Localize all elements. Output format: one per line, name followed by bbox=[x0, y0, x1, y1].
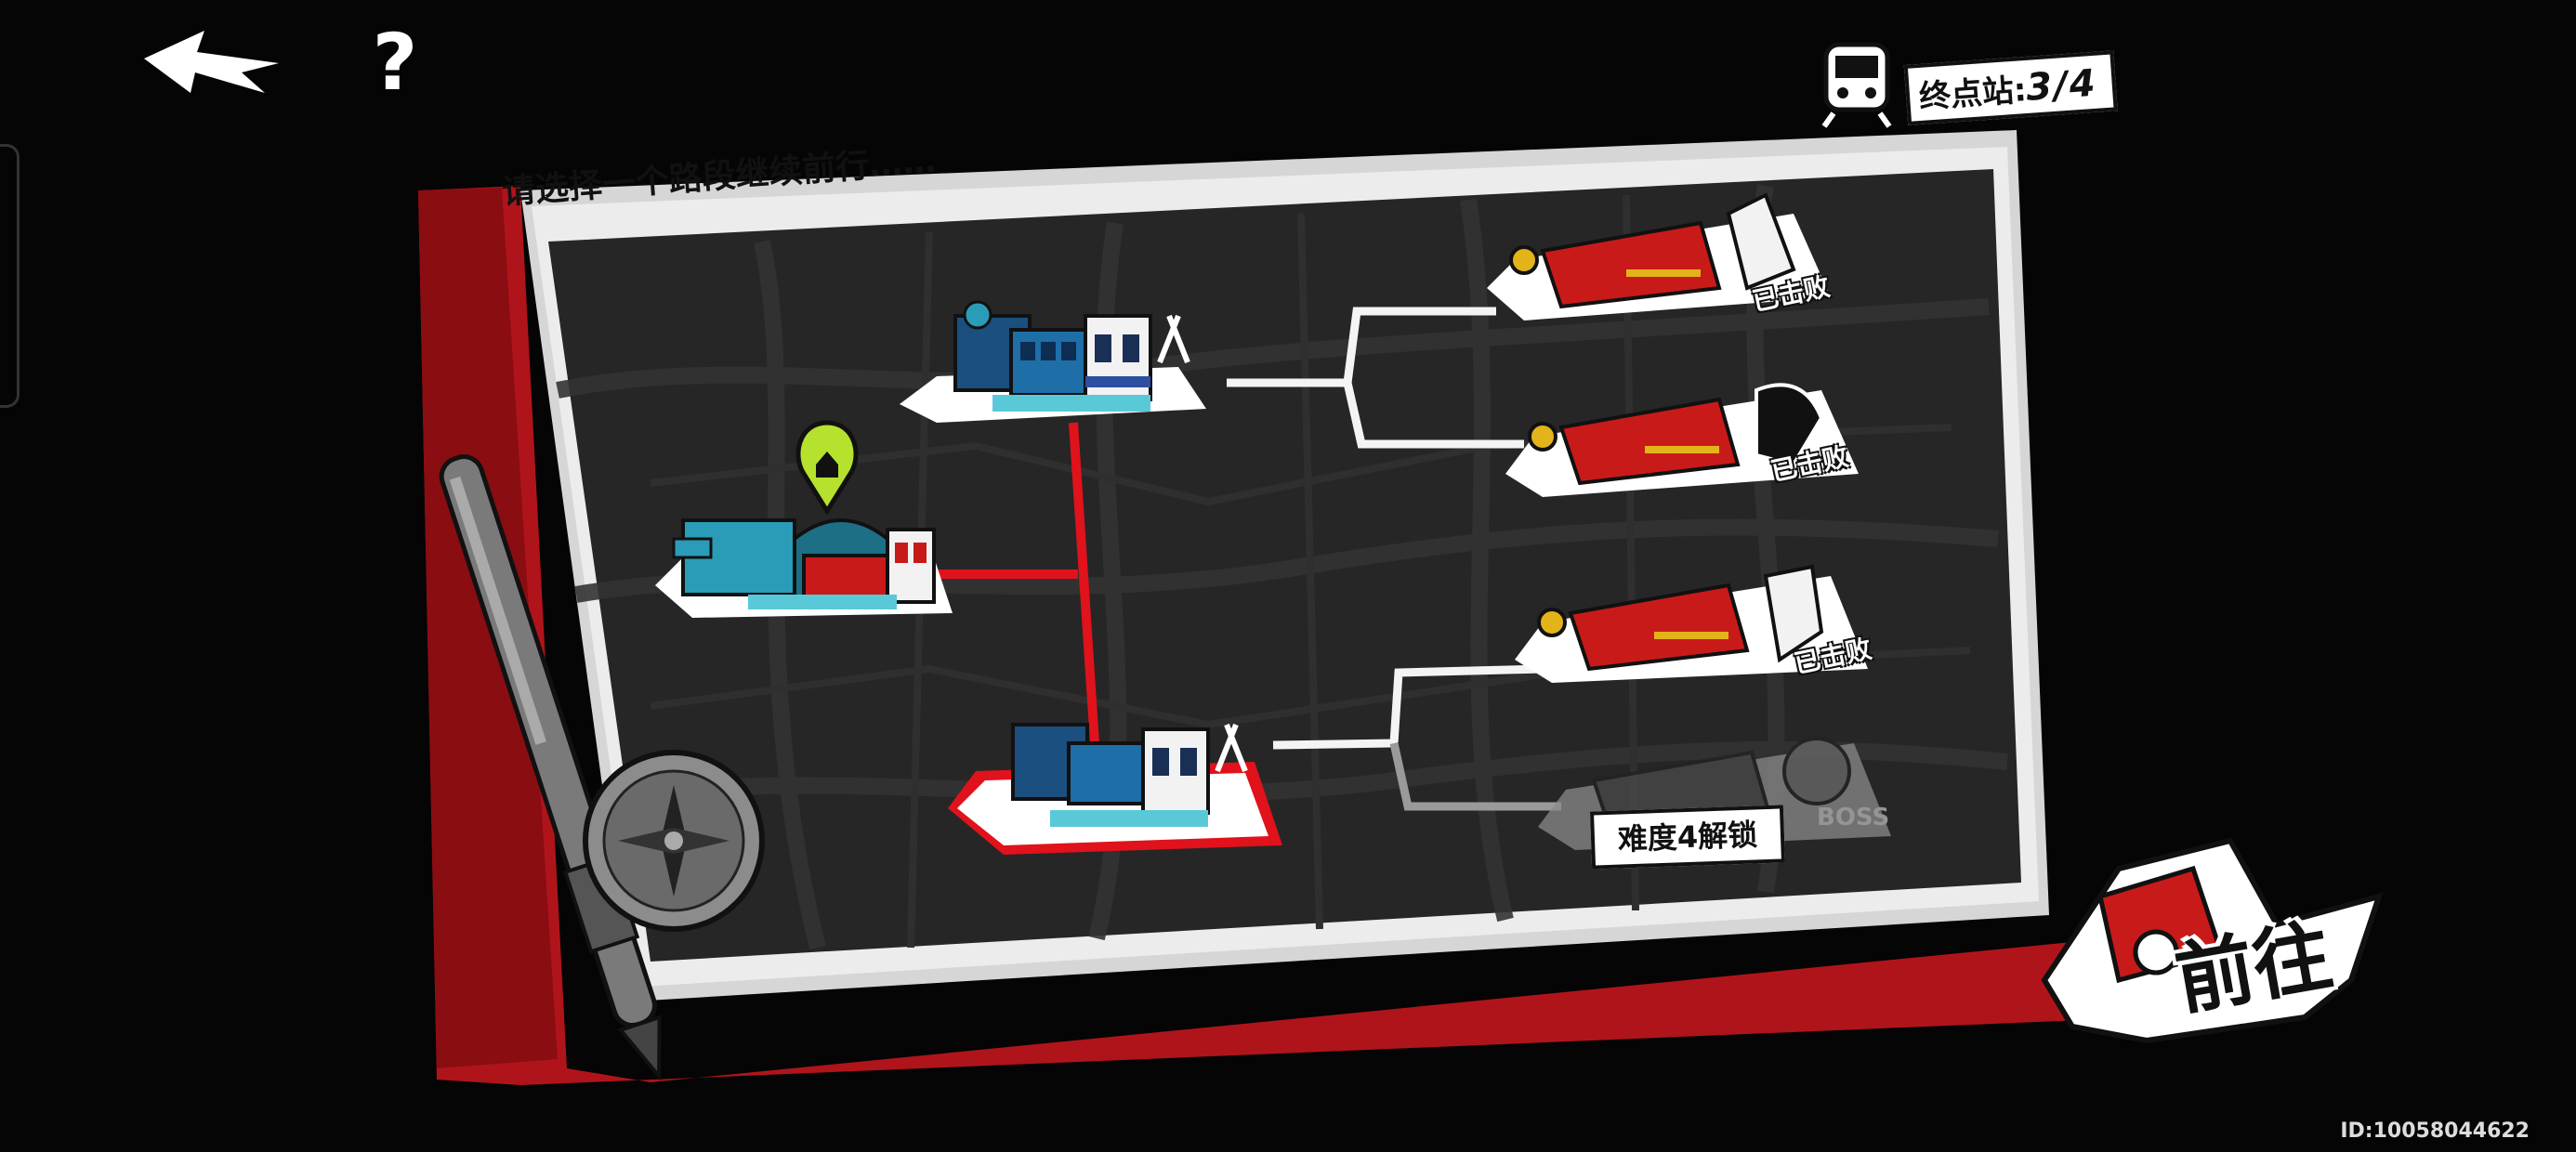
side-notch bbox=[0, 144, 20, 408]
terminus-label: 终点站:3/4 bbox=[1903, 50, 2118, 125]
go-button[interactable]: 前往 bbox=[2035, 841, 2379, 1045]
station-top-node[interactable] bbox=[900, 288, 1206, 427]
start-station bbox=[655, 518, 953, 618]
back-arrow-icon bbox=[144, 31, 279, 93]
station-bottom-selected bbox=[948, 723, 1282, 855]
station-bottom-node[interactable] bbox=[948, 706, 1282, 859]
red-paper-sheet bbox=[418, 186, 2091, 1085]
compass-icon bbox=[583, 750, 765, 932]
go-button-label: 前往 bbox=[2168, 910, 2339, 1027]
boss-badge: BOSS bbox=[1817, 804, 1889, 831]
station-top bbox=[900, 300, 1206, 423]
help-button[interactable]: ? bbox=[353, 20, 437, 104]
terminus-indicator: 终点站:3/4 bbox=[1817, 37, 2118, 130]
terminus-value: 3/4 bbox=[2024, 61, 2099, 110]
player-id: ID:10058044622 bbox=[2340, 1119, 2530, 1143]
help-icon: ? bbox=[372, 17, 418, 108]
enemy-1-node[interactable] bbox=[1487, 195, 1831, 325]
enemy-3-node[interactable] bbox=[1515, 557, 1868, 687]
branch-routes bbox=[1227, 307, 1544, 750]
enemy-2-node[interactable] bbox=[1505, 362, 1859, 502]
train-icon bbox=[1821, 42, 1892, 128]
enemy-node-1 bbox=[1487, 192, 1831, 321]
go-button-shape bbox=[2041, 837, 2384, 1044]
location-pin-icon bbox=[795, 420, 859, 516]
enemy-node-3 bbox=[1515, 564, 1868, 683]
boss-lock-label: 难度4解锁 bbox=[1589, 805, 1786, 870]
back-button[interactable] bbox=[139, 26, 288, 100]
enemy-node-2 bbox=[1505, 383, 1859, 497]
terminus-text: 终点站: bbox=[1917, 71, 2028, 116]
